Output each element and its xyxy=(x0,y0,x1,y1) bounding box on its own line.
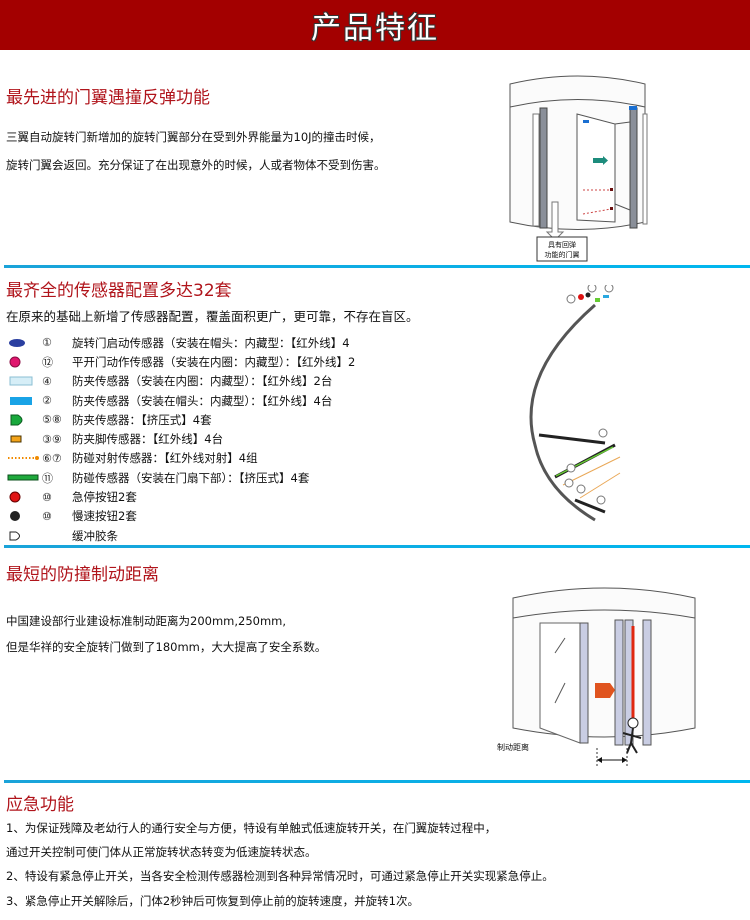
blue-ellipse-icon xyxy=(9,338,25,347)
legend-number: ⑥⑦ xyxy=(42,451,62,465)
legend-label: 缓冲胶条 xyxy=(72,528,118,543)
section-divider xyxy=(4,545,750,548)
legend-number: ⑩ xyxy=(42,509,52,523)
legend-label: 慢速按钮2套 xyxy=(72,509,137,524)
section-divider xyxy=(4,780,750,783)
red-dot-icon xyxy=(9,491,21,503)
legend-item: ⑫ 平开门动作传感器（安装在内圈：内藏型）：【红外线】2 xyxy=(6,352,355,371)
legend-item: ① 旋转门启动传感器（安装在帽头：内藏型：【红外线】4 xyxy=(6,333,355,352)
section-text: 三翼自动旋转门新增加的旋转门翼部分在受到外界能量为10J的撞击时候， xyxy=(6,130,381,144)
sensor-layout-diagram xyxy=(529,285,621,522)
section-text: 通过开关控制可使门体从正常旋转状态转变为低速旋转状态。 xyxy=(6,845,317,859)
section-title-emergency: 应急功能 xyxy=(6,795,74,815)
green-d-shape-icon xyxy=(10,414,23,426)
legend-number: ③⑨ xyxy=(42,432,62,446)
legend-item: ⑪ 防碰传感器（安装在门扇下部）：【挤压式】4套 xyxy=(6,468,355,487)
legend-label: 平开门动作传感器（安装在内圈：内藏型）：【红外线】2 xyxy=(72,354,356,369)
legend-label: 防碰传感器（安装在门扇下部）：【挤压式】4套 xyxy=(72,470,310,485)
legend-number: ⑩ xyxy=(42,490,52,504)
legend-number: ⑫ xyxy=(42,355,53,369)
legend-item: ④ 防夹传感器（安装在内圈：内藏型）：【红外线】2台 xyxy=(6,372,355,391)
green-bar-icon xyxy=(7,474,39,481)
section-divider xyxy=(4,265,750,268)
legend-number: ② xyxy=(42,394,52,408)
section-text: 但是华祥的安全旋转门做到了180mm，大大提高了安全系数。 xyxy=(6,640,327,654)
legend-label: 急停按钮2套 xyxy=(72,490,137,505)
orange-square-icon xyxy=(10,435,22,443)
page-banner: 产品特征 xyxy=(0,0,750,50)
legend-item: ⑩ 慢速按钮2套 xyxy=(6,507,355,526)
legend-number: ⑪ xyxy=(42,471,53,485)
legend-number: ④ xyxy=(42,374,52,388)
figure-caption: 功能的门翼 xyxy=(545,250,580,259)
legend-item: 缓冲胶条 xyxy=(6,526,355,545)
section-title-rebound: 最先进的门翼遇撞反弹功能 xyxy=(6,88,210,108)
legend-label: 旋转门启动传感器（安装在帽头：内藏型：【红外线】4 xyxy=(72,335,350,350)
legend-item: ⑤⑧ 防夹传感器：【挤压式】4套 xyxy=(6,410,355,429)
section-text: 中国建设部行业建设标准制动距离为200mm,250mm, xyxy=(6,614,287,628)
legend-number: ① xyxy=(42,336,52,350)
legend-label: 防夹传感器：【挤压式】4套 xyxy=(72,412,212,427)
legend-item: ⑩ 急停按钮2套 xyxy=(6,487,355,506)
magenta-dot-icon xyxy=(9,356,21,368)
black-dot-icon xyxy=(10,511,20,522)
section-text: 2、特设有紧急停止开关，当各安全检测传感器检测到各种异常情况时，可通过紧急停止开… xyxy=(6,869,554,883)
section-text: 1、为保证残障及老幼行人的通行安全与方便，特设有单触式低速旋转开关，在门翼旋转过… xyxy=(6,821,497,835)
legend-item: ② 防夹传感器（安装在帽头：内藏型）：【红外线】4台 xyxy=(6,391,355,410)
page-title: 产品特征 xyxy=(311,11,439,46)
sensor-legend: ① 旋转门启动传感器（安装在帽头：内藏型：【红外线】4 ⑫ 平开门动作传感器（安… xyxy=(6,333,355,545)
legend-label: 防碰对射传感器：【红外线对射】4组 xyxy=(72,451,258,466)
braking-distance-figure: 制动距离 xyxy=(497,587,696,768)
figure-caption: 具有回弹 xyxy=(548,240,576,249)
section-text: 3、紧急停止开关解除后，门体2秒钟后可恢复到停止前的旋转速度，并旋转1次。 xyxy=(6,894,419,908)
revolving-door-rebound-figure: 具有回弹 功能的门翼 xyxy=(509,75,648,262)
figure-caption: 制动距离 xyxy=(497,742,529,752)
section-text: 旋转门翼会返回。充分保证了在出现意外的时候，人或者物体不受到伤害。 xyxy=(6,158,386,172)
legend-number: ⑤⑧ xyxy=(42,413,62,427)
legend-label: 防夹传感器（安装在帽头：内藏型）：【红外线】4台 xyxy=(72,393,333,408)
blue-rect-icon xyxy=(10,396,32,405)
orange-dotted-line-icon xyxy=(8,456,39,461)
buffer-strip-icon xyxy=(9,531,20,541)
section-title-braking: 最短的防撞制动距离 xyxy=(6,565,159,585)
legend-item: ⑥⑦ 防碰对射传感器：【红外线对射】4组 xyxy=(6,449,355,468)
legend-item: ③⑨ 防夹脚传感器：【红外线】4台 xyxy=(6,429,355,448)
section-text: 在原来的基础上新增了传感器配置，覆盖面积更广，更可靠，不存在盲区。 xyxy=(6,309,419,324)
section-title-sensors: 最齐全的传感器配置多达32套 xyxy=(6,281,232,301)
legend-label: 防夹脚传感器：【红外线】4台 xyxy=(72,432,224,447)
legend-label: 防夹传感器（安装在内圈：内藏型）：【红外线】2台 xyxy=(72,374,333,389)
light-blue-rect-icon xyxy=(9,376,33,386)
